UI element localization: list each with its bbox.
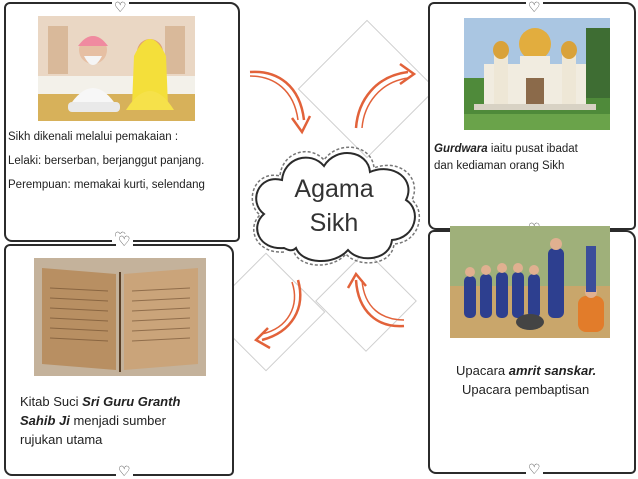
attire-text-3: Perempuan: memakai kurti, selendang bbox=[8, 179, 205, 191]
attire-text-2: Lelaki: berserban, berjanggut panjang. bbox=[8, 155, 205, 167]
attire-text-1: Sikh dikenali melalui pemakaian : bbox=[8, 131, 179, 143]
amrit-ceremony-illustration bbox=[450, 226, 610, 338]
gurdwara-photo bbox=[464, 18, 610, 130]
sikh-couple-illustration bbox=[38, 16, 195, 121]
scripture-title-1: Sri Guru Granth bbox=[82, 394, 181, 409]
scripture-text-2: Sahib Ji menjadi sumber bbox=[20, 411, 166, 430]
arrow-icon bbox=[249, 70, 312, 135]
heart-icon: ♡ bbox=[116, 233, 133, 249]
scripture-text-1: Kitab Suci Sri Guru Granth bbox=[20, 392, 180, 411]
heart-icon: ♡ bbox=[112, 0, 129, 15]
ceremony-term: amrit sanskar. bbox=[508, 363, 597, 378]
gurdwara-term: Gurdwara bbox=[434, 143, 488, 155]
scripture-suffix: menjadi sumber bbox=[69, 413, 166, 428]
scripture-prefix: Kitab Suci bbox=[20, 394, 83, 409]
gurdwara-text-rest: iaitu pusat ibadat bbox=[487, 143, 578, 155]
heart-icon: ♡ bbox=[526, 461, 543, 477]
scripture-text-3: rujukan utama bbox=[20, 432, 103, 447]
holy-book-photo bbox=[34, 258, 206, 376]
center-cloud bbox=[251, 146, 421, 266]
heart-icon: ♡ bbox=[526, 0, 543, 15]
ceremony-text-1: Upacara amrit sanskar. bbox=[456, 361, 596, 380]
arrow-icon bbox=[253, 279, 302, 350]
scripture-title-2: Sahib Ji bbox=[20, 413, 70, 428]
ceremony-text-2: Upacara pembaptisan bbox=[462, 382, 590, 397]
arrow-icon bbox=[346, 271, 405, 328]
gurdwara-text-1: Gurdwara iaitu pusat ibadat bbox=[434, 140, 578, 159]
ceremony-prefix: Upacara bbox=[456, 363, 509, 378]
arrow-icon bbox=[354, 62, 417, 129]
center-title-line1: Agama bbox=[294, 175, 374, 203]
heart-icon: ♡ bbox=[116, 463, 133, 479]
center-title-line2: Sikh bbox=[309, 209, 359, 237]
gurdwara-text-2: dan kediaman orang Sikh bbox=[434, 160, 565, 172]
